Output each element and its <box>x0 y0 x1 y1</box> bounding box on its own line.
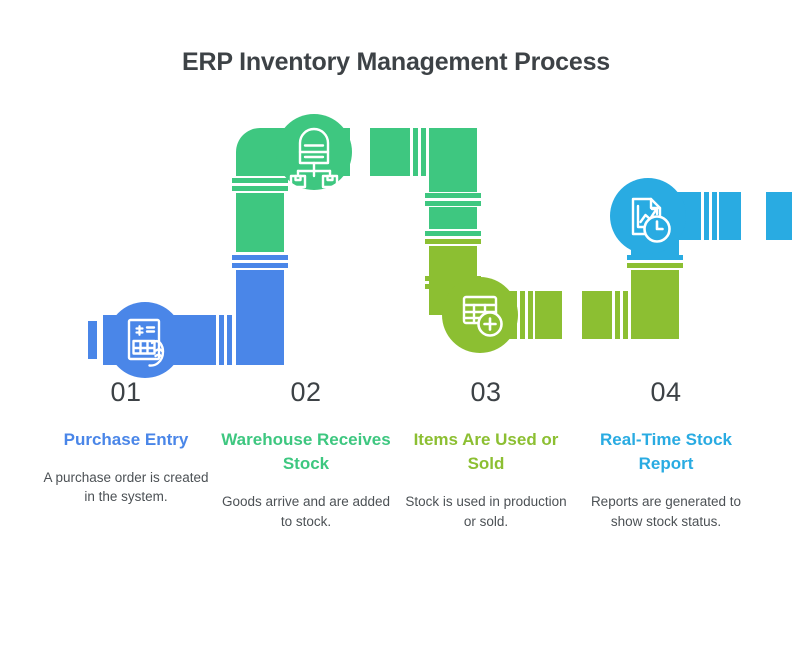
clock-hands-icon <box>655 220 664 231</box>
step-description: Goods arrive and are added to stock. <box>221 493 391 529</box>
pipe-end-flange-left <box>88 321 97 359</box>
step-icon-badge-1[interactable] <box>107 302 183 378</box>
pipe-collar-stripe <box>232 178 288 183</box>
pipe-elbow-blue-fill <box>236 315 284 365</box>
step-number: 04 <box>650 377 682 407</box>
step-column-2: 02 Warehouse Receives Stock Goods arrive… <box>216 377 396 531</box>
pipe-run-cyan-b <box>719 192 741 240</box>
hand-icon <box>148 339 165 367</box>
pipe-riser-olive <box>631 270 679 292</box>
pipe-collar-stripe <box>627 263 683 268</box>
pipe-collar-ring <box>413 128 418 176</box>
pipe-collar-stripe <box>425 193 481 198</box>
step-description: Reports are generated to show stock stat… <box>590 493 742 529</box>
pipe-collar-stripe <box>232 186 288 191</box>
steps-row: 01 Purchase Entry A purchase order is cr… <box>0 377 792 531</box>
icon-circle-olive <box>442 277 518 353</box>
pipe-riser-blue <box>236 270 284 320</box>
pipe-collar-stripe <box>425 231 481 236</box>
pipe-run-green-top-c <box>370 128 410 176</box>
invoice-hand-icon <box>127 318 161 361</box>
pipe-collar-ring <box>520 291 525 339</box>
plus-glyph-icon <box>483 317 497 331</box>
step-description: A purchase order is created in the syste… <box>43 469 209 505</box>
pipe-run-olive-b <box>535 291 562 339</box>
pipe-collar-ring <box>421 128 426 176</box>
step-column-4: 04 Real-Time Stock Report Reports are ge… <box>576 377 756 531</box>
step-title: Purchase Entry <box>63 429 189 449</box>
pipe-segment-green <box>232 128 481 252</box>
pipe-collar-stripe <box>425 239 481 244</box>
pipe-collar-stripe <box>425 201 481 206</box>
pipe-collar-ring <box>219 315 224 365</box>
step-title: Items Are Used or Sold <box>413 429 559 473</box>
pipe-descender-green <box>429 176 477 192</box>
step-icon-badge-2[interactable] <box>276 114 352 190</box>
pipe-segment-blue <box>88 255 288 365</box>
step-number: 02 <box>290 377 322 407</box>
step-icon-badge-3[interactable] <box>442 277 518 353</box>
pipe-run-cyan-c <box>766 192 792 240</box>
pipe-collar-ring <box>623 291 628 339</box>
pipe-run-olive-c <box>582 291 612 339</box>
pipe-collar-ring <box>615 291 620 339</box>
pipe-collar-stripe <box>232 255 288 260</box>
pipe-collar-ring <box>227 315 232 365</box>
step-title: Real-Time Stock Report <box>600 429 732 473</box>
pipe-collar-stripe <box>232 263 288 268</box>
warehouse-boxes-icon <box>289 127 339 189</box>
step-number: 03 <box>470 377 502 407</box>
step-description: Stock is used in production or sold. <box>405 493 567 529</box>
pipe-elbow-olive-right-fill <box>631 291 679 339</box>
pipe-riser-green <box>236 193 284 252</box>
pipe-elbow-green-right-fill <box>429 128 477 176</box>
step-title: Warehouse Receives Stock <box>221 429 391 473</box>
pipe-collar-ring <box>712 192 717 240</box>
pipe-collar-ring <box>528 291 533 339</box>
page-title: ERP Inventory Management Process <box>181 48 610 76</box>
pipe-descender-green-b <box>429 207 477 229</box>
step-icon-badge-4[interactable] <box>610 178 686 254</box>
pipeline-diagram <box>0 100 792 380</box>
pipeline-svg <box>88 114 792 378</box>
step-number: 01 <box>110 377 142 407</box>
step-column-3: 03 Items Are Used or Sold Stock is used … <box>396 377 576 531</box>
step-column-1: 01 Purchase Entry A purchase order is cr… <box>36 377 216 507</box>
pipe-collar-ring <box>704 192 709 240</box>
pipe-elbow-green-left <box>236 128 284 176</box>
